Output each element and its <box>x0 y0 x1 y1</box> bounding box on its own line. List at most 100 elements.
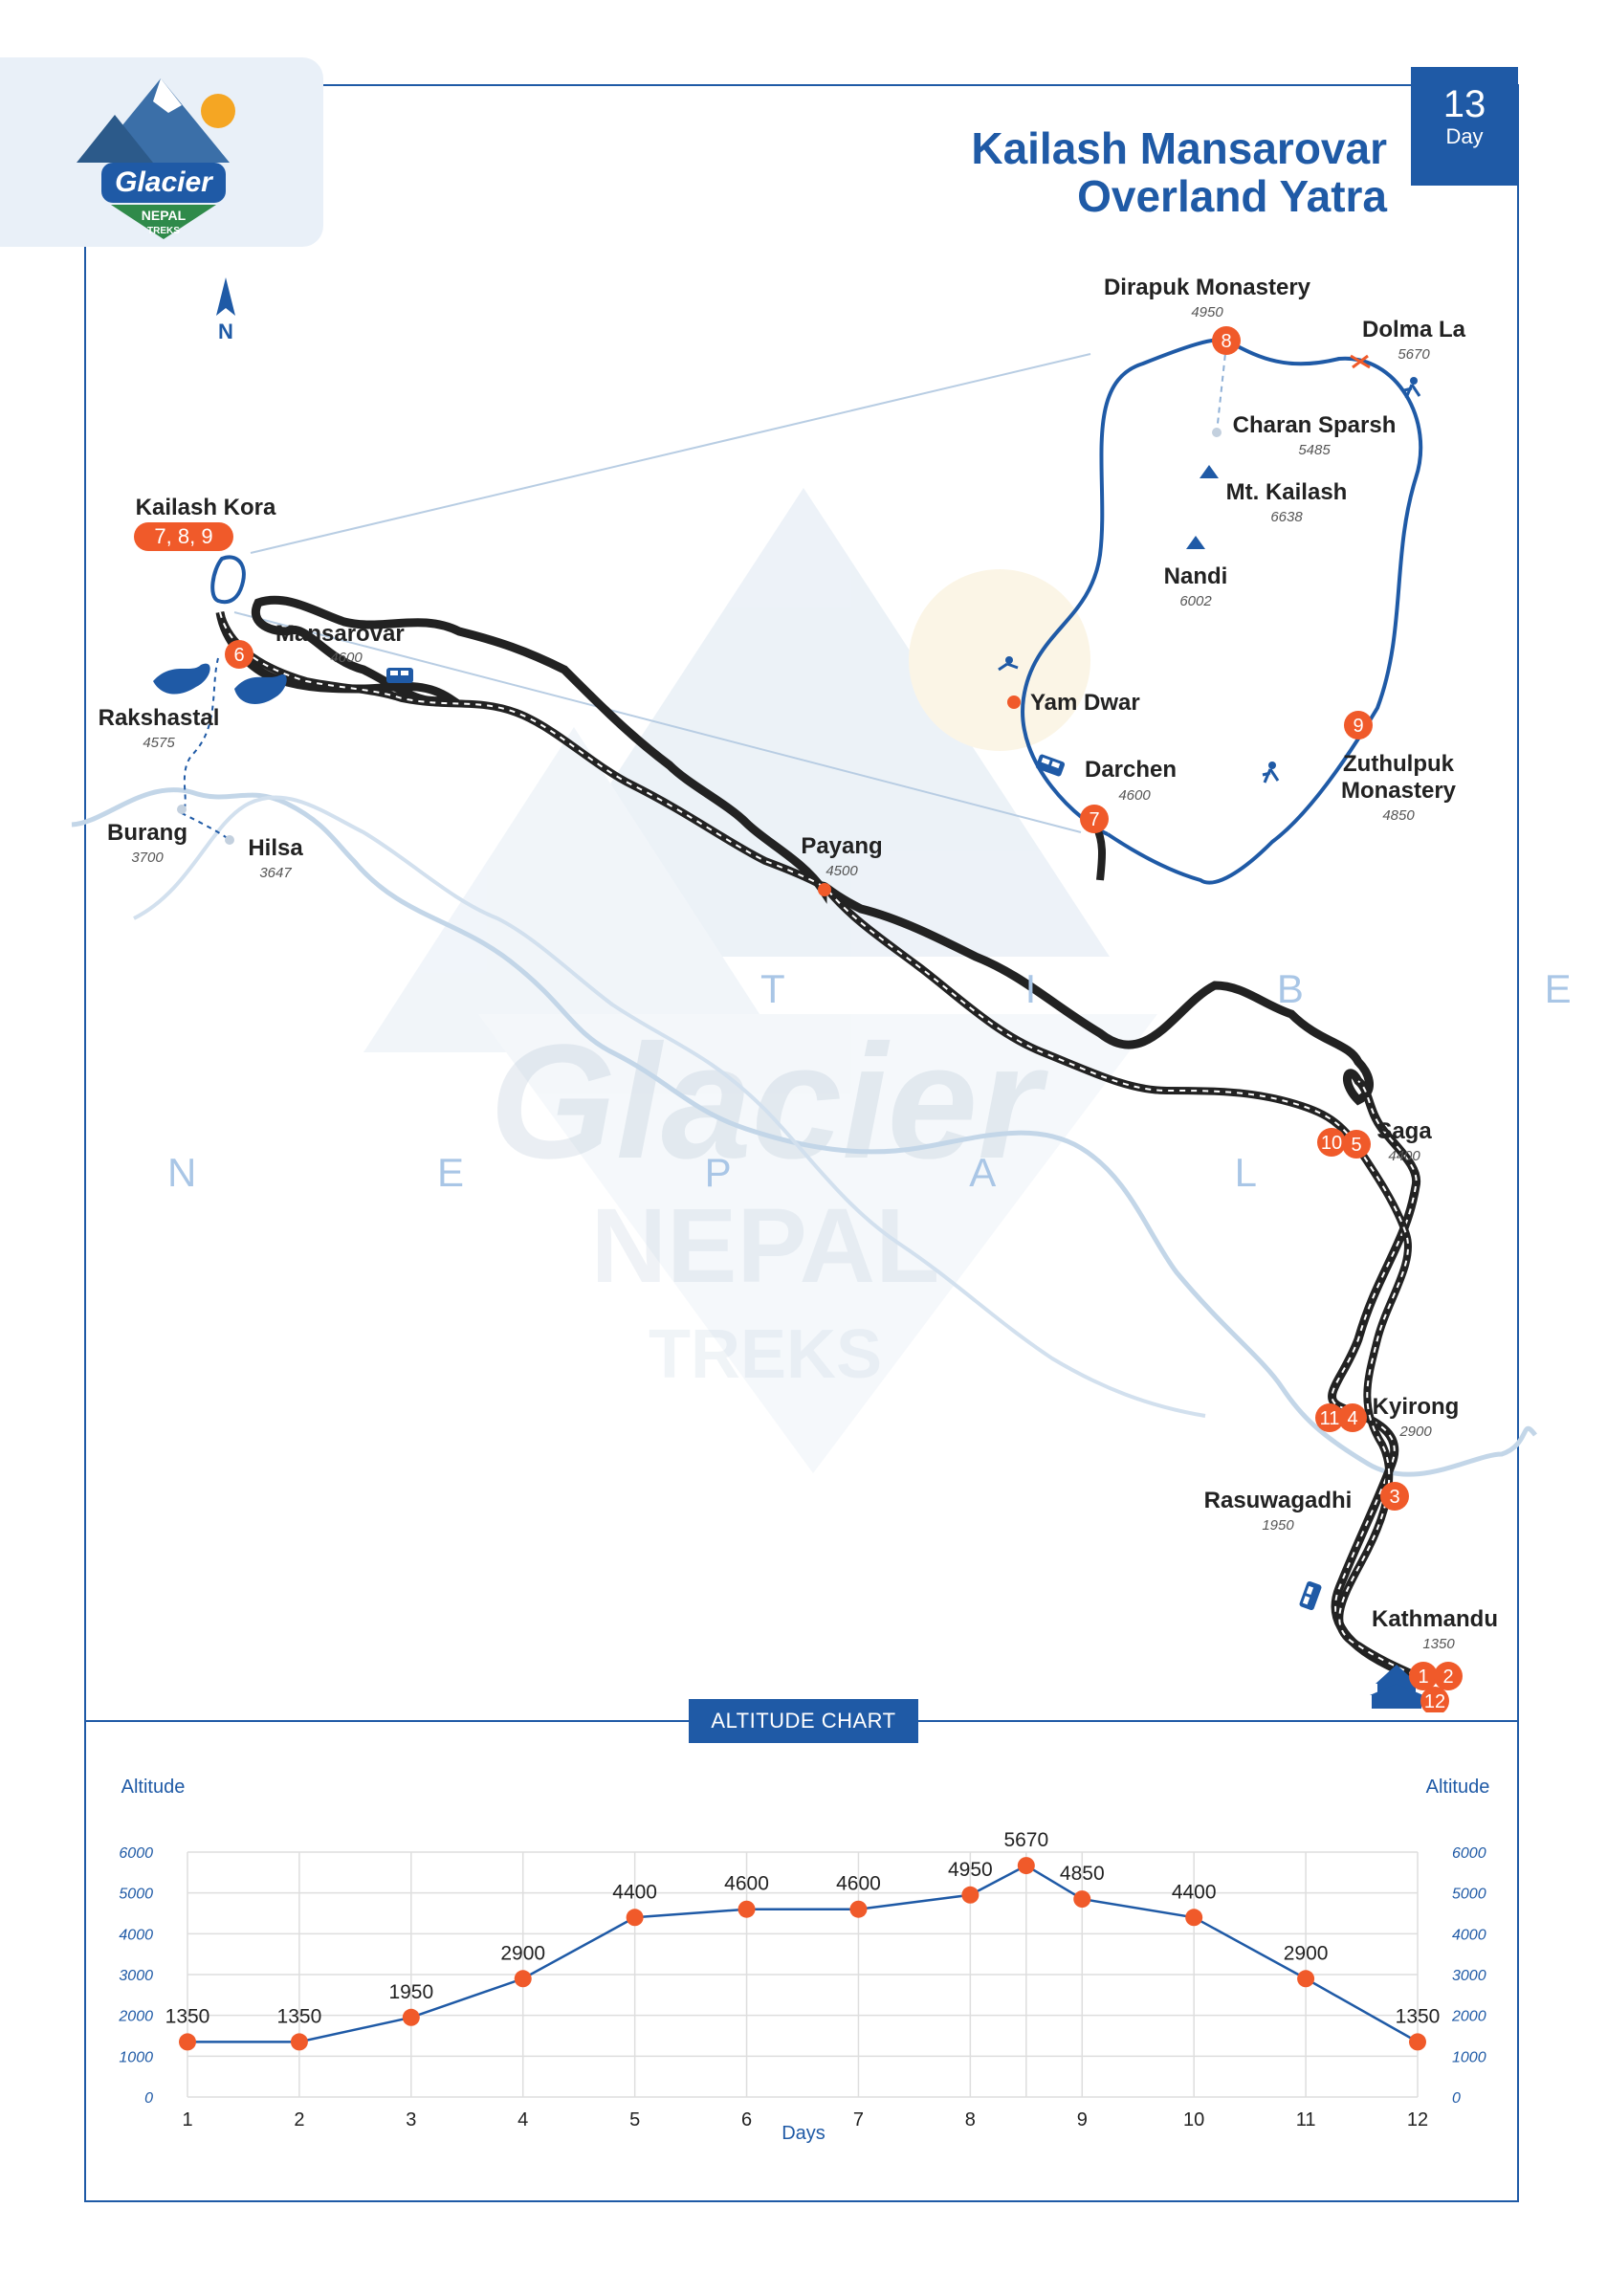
hiker-icon-1 <box>1403 377 1421 399</box>
y-tick-left: 2000 <box>118 2009 153 2025</box>
waypoint-6: 6 <box>225 640 253 669</box>
y-tick-left: 6000 <box>119 1845 153 1862</box>
x-tick: 1 <box>182 2109 192 2130</box>
bus-icon-darchen <box>1035 754 1066 777</box>
label-rasuwagadhi: Rasuwagadhi <box>1204 1488 1353 1513</box>
y-tick-right: 2000 <box>1451 2009 1486 2025</box>
bus-icon <box>386 668 413 683</box>
data-point <box>1073 1890 1091 1909</box>
waypoint-1: 1 <box>1409 1662 1438 1690</box>
waypoint-11: 11 <box>1315 1403 1344 1432</box>
logo-card: Glacier NEPAL TREKS <box>0 57 323 247</box>
waypoint-10: 10 <box>1317 1128 1346 1157</box>
x-tick: 12 <box>1407 2109 1428 2130</box>
y-label-right: Altitude <box>1426 1777 1490 1798</box>
kathmandu-temple-icon <box>1370 1665 1423 1709</box>
waypoint-12: 12 <box>1420 1687 1449 1712</box>
label-charan: Charan Sparsh <box>1233 412 1397 438</box>
svg-text:TREKS: TREKS <box>649 1316 882 1393</box>
watermark-text: Glacier NEPAL TREKS <box>490 1011 1048 1393</box>
svg-text:9: 9 <box>1353 716 1363 737</box>
main-road-dashes <box>1331 1080 1434 1685</box>
day-number: 13 <box>1442 83 1486 125</box>
route-map: Glacier NEPAL TREKS <box>71 275 1607 1712</box>
waypoint-2: 2 <box>1434 1662 1463 1690</box>
data-point <box>737 1900 756 1918</box>
label-nandi: Nandi <box>1164 563 1228 589</box>
y-tick-right: 0 <box>1452 2090 1461 2107</box>
label-kora: Kailash Kora <box>136 495 276 520</box>
data-label: 1350 <box>277 2005 322 2027</box>
y-tick-right: 6000 <box>1452 1845 1486 1862</box>
alt-zuthulpuk: 4850 <box>1382 807 1415 824</box>
x-tick: 7 <box>853 2109 864 2130</box>
data-label: 2900 <box>500 1942 545 1964</box>
svg-text:Glacier: Glacier <box>490 1011 1048 1193</box>
label-rakshastal: Rakshastal <box>99 705 220 731</box>
alt-charan: 5485 <box>1298 442 1331 458</box>
data-label: 4400 <box>1172 1881 1217 1903</box>
y-tick-left: 3000 <box>119 1968 153 1984</box>
route-overlay-dashes <box>219 611 1434 1685</box>
data-label: 1350 <box>165 2005 210 2027</box>
label-dolma: Dolma La <box>1362 317 1466 342</box>
burang-hilsa-path <box>180 657 231 841</box>
x-tick: 8 <box>965 2109 976 2130</box>
data-label: 5670 <box>1003 1829 1048 1851</box>
page-title: Kailash Mansarovar Overland Yatra <box>971 124 1387 220</box>
inset-connector-2 <box>233 611 1082 833</box>
label-saga: Saga <box>1376 1118 1432 1144</box>
label-kathmandu: Kathmandu <box>1372 1606 1498 1632</box>
svg-text:NEPAL: NEPAL <box>591 1187 940 1305</box>
label-kyirong: Kyirong <box>1373 1394 1460 1420</box>
alt-dolma: 5670 <box>1398 346 1430 363</box>
y-tick-left: 1000 <box>119 2049 153 2065</box>
label-zuthulpuk-2: Monastery <box>1341 778 1457 804</box>
x-tick: 6 <box>741 2109 752 2130</box>
x-tick: 2 <box>294 2109 304 2130</box>
label-yamdwar: Yam Dwar <box>1030 690 1140 716</box>
data-point <box>514 1970 532 1988</box>
y-tick-left: 5000 <box>119 1887 153 1903</box>
x-tick: 4 <box>517 2109 528 2130</box>
watermark <box>363 488 1157 1473</box>
data-label: 4600 <box>836 1873 881 1895</box>
inset-connector-1 <box>250 353 1091 554</box>
data-point <box>961 1886 980 1904</box>
country-border <box>71 787 1537 1477</box>
day-badge: 13 Day <box>1411 67 1518 186</box>
north-arrow: N <box>216 277 235 343</box>
label-nepal: N E P A L <box>167 1150 1372 1195</box>
waypoint-7: 7 <box>1080 805 1109 833</box>
x-tick: 11 <box>1296 2109 1316 2130</box>
x-label: Days <box>781 2123 826 2144</box>
label-kailash-mt: Mt. Kailash <box>1226 479 1348 505</box>
alt-rakshastal: 4575 <box>143 735 175 751</box>
svg-text:10: 10 <box>1321 1133 1342 1154</box>
data-point <box>179 2033 196 2051</box>
mansarovar-lake <box>234 673 287 704</box>
chart-grid <box>187 1851 1419 2098</box>
yamdwar-marker <box>1007 695 1021 709</box>
kora-days: 7, 8, 9 <box>154 524 212 548</box>
kora-loop-icon <box>210 555 246 605</box>
rakshastal-lake <box>153 663 210 695</box>
title-line-1: Kailash Mansarovar <box>971 123 1387 173</box>
alt-dirapuk: 4950 <box>1191 304 1223 320</box>
y-tick-right: 5000 <box>1452 1887 1486 1903</box>
label-mansarovar: Mansarovar <box>275 621 405 647</box>
label-burang: Burang <box>107 820 187 846</box>
logo-brand-text: Glacier <box>115 166 214 198</box>
label-payang: Payang <box>801 833 882 859</box>
waypoint-4: 4 <box>1338 1403 1367 1432</box>
data-point <box>626 1909 644 1927</box>
label-dirapuk: Dirapuk Monastery <box>1104 275 1311 300</box>
data-point <box>1409 2033 1426 2051</box>
svg-text:6: 6 <box>233 645 244 666</box>
x-tick: 9 <box>1077 2109 1088 2130</box>
label-tibet: T I B E T <box>760 966 1607 1011</box>
kora-loop-route <box>1021 338 1423 885</box>
alt-darchen: 4600 <box>1118 787 1151 804</box>
